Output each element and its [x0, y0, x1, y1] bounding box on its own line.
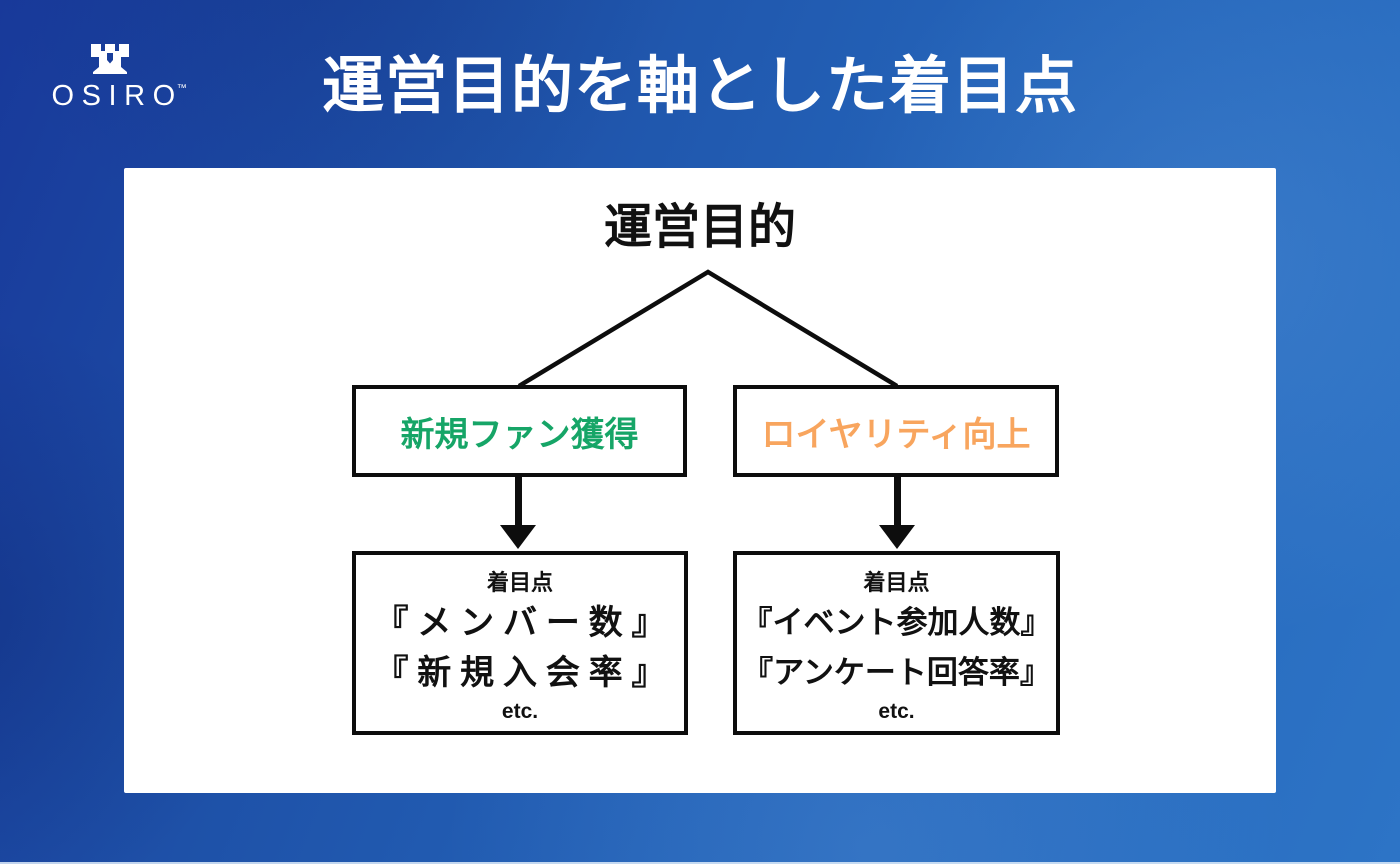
focus-box-new-fan-acquisition: 着目点 『メンバー数』 『新規入会率』 etc.: [352, 551, 688, 735]
focus-item-new-join-rate: 『新規入会率』: [374, 654, 675, 692]
bottom-edge-highlight: [0, 862, 1400, 864]
branch-box-loyalty-improvement: ロイヤリティ向上: [733, 385, 1059, 477]
diagram-root-label: 運営目的: [603, 201, 796, 254]
focus-etc-label: etc.: [878, 700, 915, 723]
branch-label-new-fan-acquisition: 新規ファン獲得: [400, 415, 639, 454]
trademark-symbol: ™: [176, 83, 187, 94]
down-arrow-right: [878, 477, 916, 551]
arrow-shaft: [514, 477, 522, 525]
brand-wordmark: OSIRO™: [44, 80, 187, 113]
branch-label-loyalty-improvement: ロイヤリティ向上: [761, 415, 1031, 454]
brand-name-text: OSIRO: [51, 80, 183, 112]
focus-item-survey-response-rate: 『アンケート回答率』: [742, 655, 1051, 690]
branch-connector-lines: [517, 269, 899, 388]
brand-logo: OSIRO™: [44, 44, 187, 113]
page-title: 運営目的を軸とした着目点: [321, 52, 1078, 121]
focus-heading: 着目点: [863, 570, 930, 595]
focus-item-member-count: 『メンバー数』: [374, 604, 675, 642]
focus-etc-label: etc.: [501, 700, 539, 723]
branch-box-new-fan-acquisition: 新規ファン獲得: [352, 385, 687, 477]
arrow-shaft: [893, 477, 901, 525]
focus-heading: 着目点: [486, 570, 553, 595]
castle-icon: [91, 44, 129, 74]
arrow-head: [879, 525, 915, 549]
diagram-card: 運営目的 新規ファン獲得 ロイヤリティ向上 着目点 『メンバー数』 『新規入会率…: [124, 168, 1276, 793]
focus-item-event-participants: 『イベント参加人数』: [741, 605, 1052, 640]
focus-box-loyalty-improvement: 着目点 『イベント参加人数』 『アンケート回答率』 etc.: [733, 551, 1060, 735]
down-arrow-left: [499, 477, 537, 551]
arrow-head: [500, 525, 536, 549]
